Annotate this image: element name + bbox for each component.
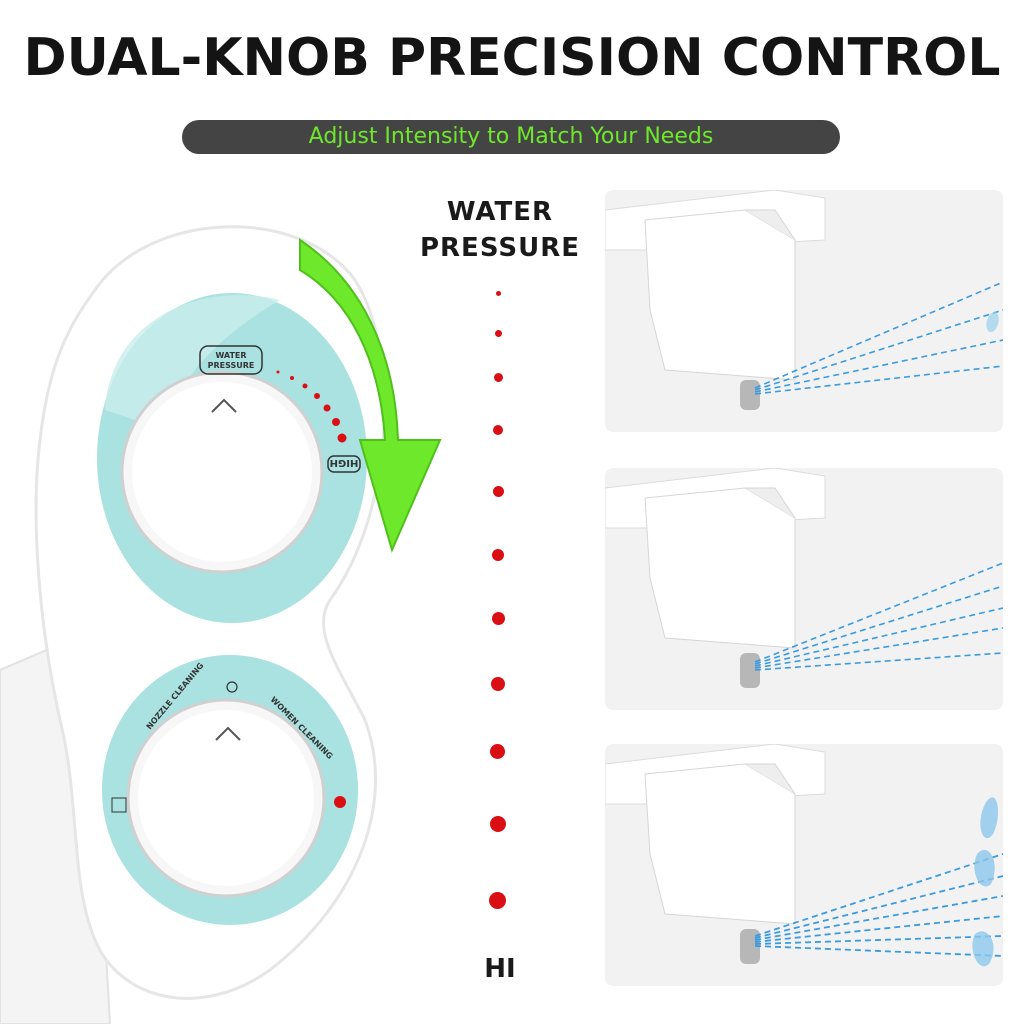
mode-center-icon bbox=[226, 681, 238, 693]
women-icon bbox=[334, 796, 346, 808]
spray-lines bbox=[754, 853, 1003, 957]
pressure-dot bbox=[493, 425, 503, 435]
hi-label: HI bbox=[484, 954, 516, 984]
pressure-dot bbox=[489, 892, 506, 909]
spray-lines bbox=[754, 562, 1003, 671]
water-splash-icon bbox=[986, 311, 999, 333]
pressure-dot bbox=[490, 744, 505, 759]
pressure-dot bbox=[493, 486, 504, 497]
water-pressure-label: WATER PRESSURE bbox=[405, 194, 595, 266]
curved-arrow-down-icon bbox=[299, 238, 442, 553]
pressure-dot bbox=[495, 330, 502, 337]
medium-pressure-spray-panel bbox=[605, 468, 1003, 710]
subtitle-text: Adjust Intensity to Match Your Needs bbox=[308, 124, 714, 149]
pressure-knob[interactable] bbox=[97, 293, 367, 623]
high-pressure-spray-panel bbox=[605, 744, 1003, 986]
pressure-dot bbox=[490, 816, 506, 832]
knob-label-pressure: PRESSURE bbox=[208, 361, 255, 370]
knob-label-high: HIGH bbox=[330, 457, 359, 468]
water-splash-icon bbox=[972, 797, 999, 967]
mode-knob[interactable] bbox=[102, 655, 358, 925]
pressure-dot bbox=[492, 612, 505, 625]
water-pressure-line2: PRESSURE bbox=[419, 233, 580, 263]
subtitle-banner: Adjust Intensity to Match Your Needs bbox=[182, 120, 840, 154]
page-title: DUAL-KNOB PRECISION CONTROL bbox=[23, 28, 1001, 88]
pressure-dot bbox=[494, 373, 503, 382]
pressure-dot bbox=[492, 549, 504, 561]
water-pressure-line1: WATER bbox=[446, 197, 554, 227]
knob-label-water: WATER bbox=[215, 351, 246, 360]
bidet-control-panel: WATER PRESSURE HIGH NOZZLE CLEANING WOME… bbox=[0, 225, 442, 1024]
spray-lines bbox=[754, 281, 1003, 395]
pressure-dot bbox=[491, 677, 505, 691]
low-pressure-spray-panel bbox=[605, 190, 1003, 432]
pressure-dot bbox=[496, 291, 501, 296]
nozzle-icon bbox=[111, 797, 127, 813]
